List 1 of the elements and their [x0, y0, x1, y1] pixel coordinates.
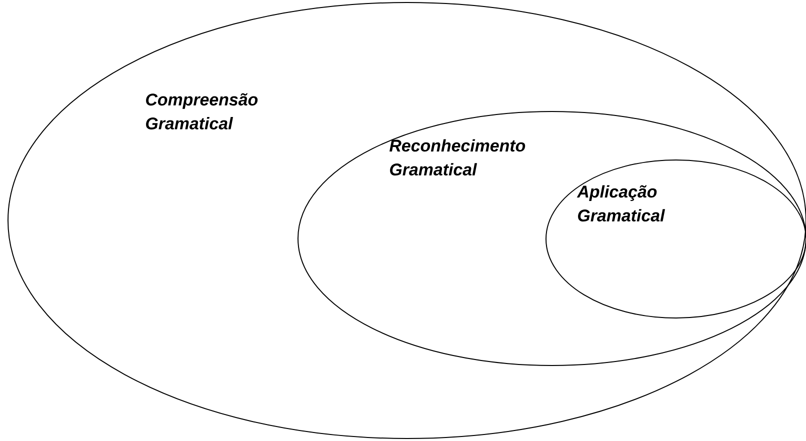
ellipse-region: Aplicação Gramatical: [546, 160, 806, 318]
